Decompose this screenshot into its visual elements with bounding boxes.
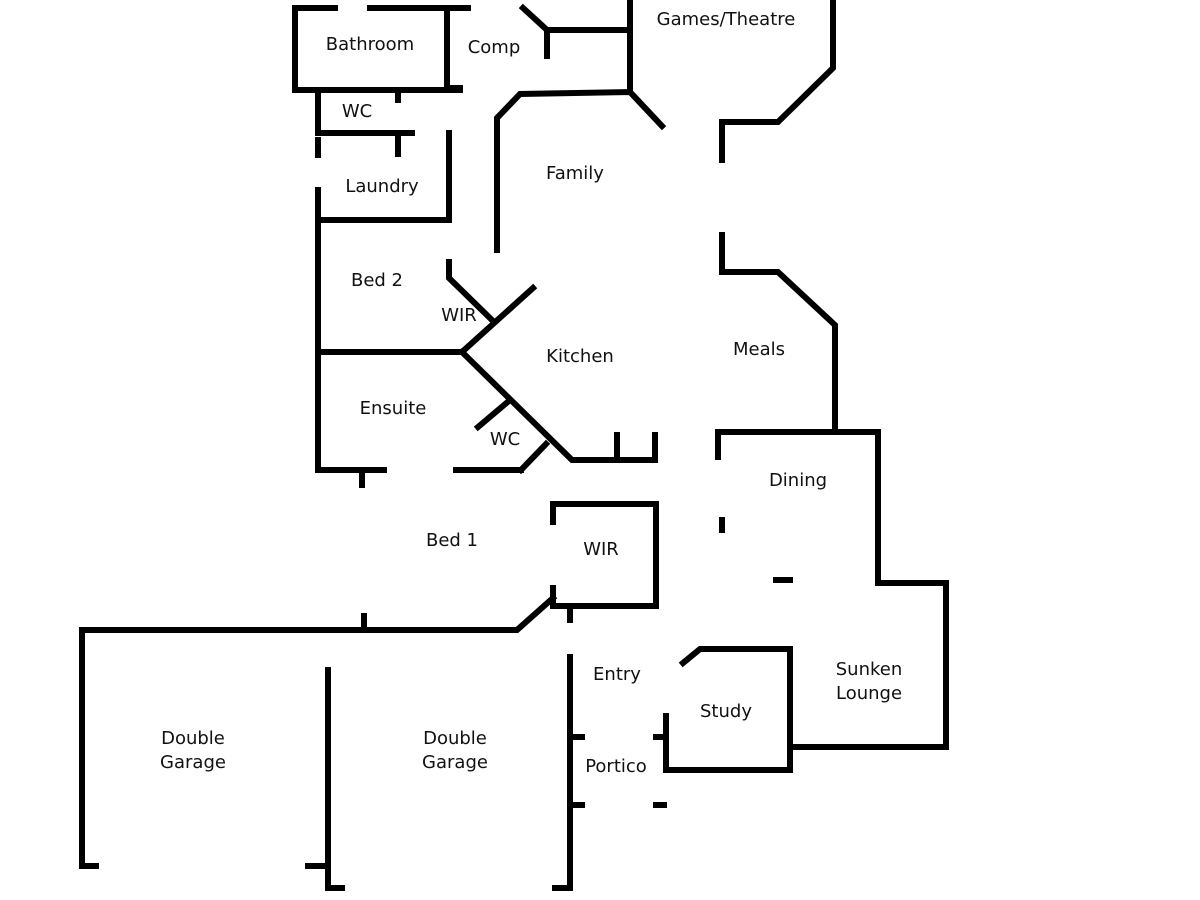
- room-label-double-garage-right: Double Garage: [422, 728, 488, 773]
- wall: [315, 395, 551, 488]
- wall: [79, 627, 345, 891]
- wall: [494, 87, 667, 253]
- wall: [715, 429, 949, 750]
- wall: [627, 0, 836, 163]
- room-label-ensuite: Ensuite: [359, 398, 427, 419]
- wall: [663, 646, 793, 773]
- wall: [79, 593, 573, 633]
- room-label-kitchen: Kitchen: [546, 346, 614, 367]
- room-label-entry: Entry: [593, 664, 641, 685]
- room-label-dining: Dining: [768, 470, 828, 491]
- room-label-meals: Meals: [732, 339, 786, 360]
- room-label-bed1: Bed 1: [425, 530, 479, 551]
- wall: [719, 232, 838, 435]
- room-label-laundry: Laundry: [345, 176, 419, 197]
- wall: [518, 3, 633, 59]
- wall: [292, 5, 471, 93]
- wall: [552, 654, 669, 891]
- wall: [315, 259, 658, 463]
- room-label-games-theatre: Games/Theatre: [656, 9, 796, 30]
- room-label-wc-lower: WC: [489, 429, 521, 450]
- room-label-family: Family: [546, 163, 604, 184]
- room-label-portico: Portico: [585, 756, 647, 777]
- room-label-bathroom: Bathroom: [325, 34, 415, 55]
- room-label-wir-upper: WIR: [441, 305, 477, 326]
- wall: [315, 130, 452, 473]
- room-label-wc-upper: WC: [341, 101, 373, 122]
- room-label-sunken-lounge: Sunken Lounge: [835, 659, 903, 704]
- room-label-double-garage-left: Double Garage: [160, 728, 226, 773]
- room-label-comp: Comp: [467, 37, 521, 58]
- room-label-study: Study: [700, 701, 752, 722]
- room-label-bed2: Bed 2: [350, 270, 404, 291]
- wall: [315, 89, 415, 157]
- room-label-wir-lower: WIR: [583, 539, 619, 560]
